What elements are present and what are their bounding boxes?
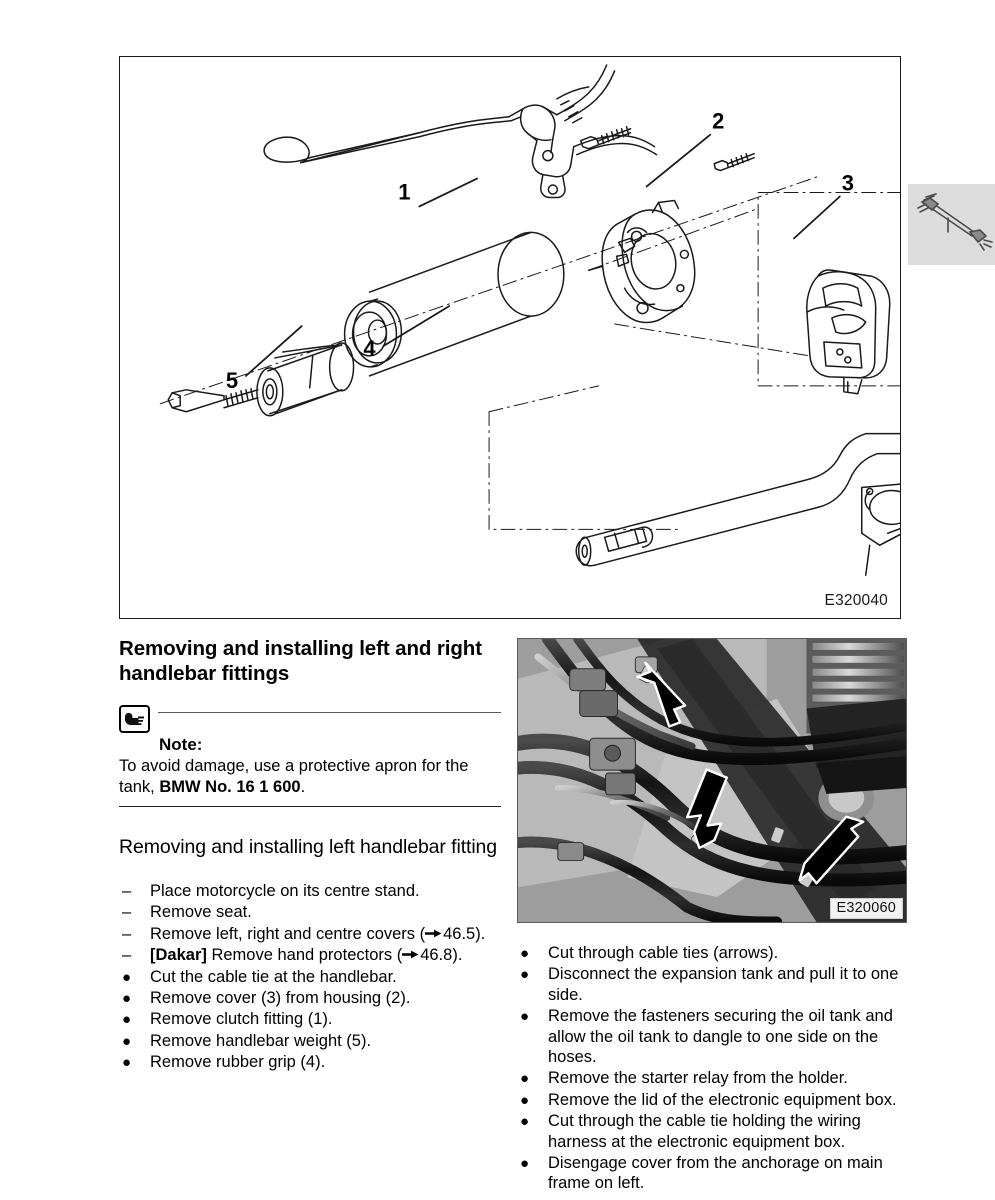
note-text: To avoid damage, use a protective apron … xyxy=(119,756,501,797)
list-item-text: Remove clutch fitting (1). xyxy=(150,1010,333,1029)
pointing-hand-glyph xyxy=(124,712,144,725)
exploded-diagram-figure: 1 2 3 4 5 E320040 xyxy=(119,56,901,619)
list-item: ● Remove the fasteners securing the oil t… xyxy=(517,1006,907,1067)
list-item: ● Cut the cable tie at the handlebar. xyxy=(119,967,501,987)
list-item-text: Place motorcycle on its centre stand. xyxy=(150,882,420,900)
list-item-text: Remove cover (3) from housing (2). xyxy=(150,989,411,1008)
list-item: ● Remove rubber grip (4). xyxy=(119,1052,501,1072)
list-item: ● Remove the starter relay from the holde… xyxy=(517,1068,907,1088)
note-block: Note: To avoid damage, use a protective … xyxy=(119,705,501,807)
exploded-diagram-drawing: 1 2 3 4 5 xyxy=(159,64,900,576)
note-divider-bottom xyxy=(119,806,501,807)
right-text-column: ● Cut through cable ties (arrows). ● Discon… xyxy=(517,636,907,1195)
left-procedure-list: –Place motorcycle on its centre stand.–R… xyxy=(119,881,501,1073)
callout-3: 3 xyxy=(842,171,854,196)
bullet-marker: ● xyxy=(520,1070,530,1088)
list-item: –Remove seat. xyxy=(119,902,501,922)
bullet-marker: ● xyxy=(122,1054,132,1072)
callout-4: 4 xyxy=(363,336,376,361)
list-item: –Remove left, right and centre covers (4… xyxy=(119,924,501,944)
subsection-title: Removing and installing left handlebar f… xyxy=(119,836,498,858)
photo-figure-id: E320060 xyxy=(829,898,903,919)
callout-5: 5 xyxy=(226,368,238,393)
page-title: Removing and installing left and right h… xyxy=(119,637,482,685)
list-item-text: Disengage cover from the anchorage on ma… xyxy=(548,1154,883,1193)
list-item: ● Disconnect the expansion tank and pull … xyxy=(517,964,907,1005)
note-label: Note: xyxy=(159,735,203,754)
list-item: –Place motorcycle on its centre stand. xyxy=(119,881,501,901)
cross-reference-arrow-icon xyxy=(425,929,442,938)
cross-reference-number: 46.8 xyxy=(420,946,453,965)
list-item-text: Disconnect the expansion tank and pull i… xyxy=(548,965,899,1004)
list-item: ● Remove clutch fitting (1). xyxy=(119,1009,501,1029)
dash-marker: – xyxy=(122,946,132,965)
list-item: ● Remove handlebar weight (5). xyxy=(119,1031,501,1051)
note-divider-top xyxy=(158,711,501,713)
dash-marker: – xyxy=(122,924,132,943)
cable-ties-photo: E320060 xyxy=(517,638,907,923)
list-item-text: Remove the fasteners securing the oil ta… xyxy=(548,1007,893,1067)
bullet-marker: ● xyxy=(122,1032,132,1050)
dash-marker: – xyxy=(122,903,132,922)
list-item-text: Cut through cable ties (arrows). xyxy=(548,944,779,962)
bullet-marker: ● xyxy=(122,990,132,1008)
list-item: ● Remove the lid of the electronic equipm… xyxy=(517,1090,907,1110)
list-item: ● Disengage cover from the anchorage on m… xyxy=(517,1153,907,1194)
list-item: –[Dakar] Remove hand protectors (46.8). xyxy=(119,945,501,965)
list-item-text: Remove the lid of the electronic equipme… xyxy=(548,1090,897,1109)
list-item-text: Cut through the cable tie holding the wi… xyxy=(548,1112,861,1151)
handlebar-assembly-thumbnail-image xyxy=(917,193,993,251)
left-text-column: Removing and installing left and right h… xyxy=(119,636,501,1074)
cross-reference-number: 46.5 xyxy=(443,924,476,943)
bullet-marker: ● xyxy=(520,1008,530,1026)
right-procedure-list: ● Cut through cable ties (arrows). ● Discon… xyxy=(517,943,907,1194)
diagram-figure-id: E320040 xyxy=(824,592,888,609)
list-item-text: Remove the starter relay from the holder… xyxy=(548,1069,848,1088)
list-item-text: Remove left, right and centre covers (46… xyxy=(150,924,486,943)
list-item-text: [Dakar] Remove hand protectors (46.8). xyxy=(150,946,463,965)
handlebar-assembly-thumbnail xyxy=(908,184,995,265)
bullet-marker: ● xyxy=(520,1091,530,1109)
list-item-text: Remove seat. xyxy=(150,903,252,922)
callout-2: 2 xyxy=(712,109,724,134)
cable-ties-photo-image xyxy=(518,639,906,922)
note-text-before: To avoid damage, use a protective apron … xyxy=(119,757,469,796)
bullet-marker: ● xyxy=(520,1155,530,1173)
bullet-marker: ● xyxy=(520,1113,530,1131)
list-item: ● Remove cover (3) from housing (2). xyxy=(119,988,501,1008)
list-item: ● Cut through cable ties (arrows). xyxy=(517,943,907,963)
bullet-marker: ● xyxy=(122,1011,132,1029)
list-item-text: Cut the cable tie at the handlebar. xyxy=(150,967,397,986)
list-item-text: Remove rubber grip (4). xyxy=(150,1053,326,1072)
bullet-marker: ● xyxy=(520,945,530,962)
dash-marker: – xyxy=(122,882,132,900)
list-item: ● Cut through the cable tie holding the w… xyxy=(517,1111,907,1152)
bullet-marker: ● xyxy=(520,966,530,984)
pointing-hand-icon xyxy=(119,705,150,733)
cross-reference-arrow-icon xyxy=(402,950,419,959)
bullet-marker: ● xyxy=(122,968,132,986)
callout-1: 1 xyxy=(398,179,410,204)
note-text-after: . xyxy=(300,777,306,796)
note-bmw-number: BMW No. 16 1 600 xyxy=(159,777,301,796)
list-item-text: Remove handlebar weight (5). xyxy=(150,1031,372,1050)
variant-tag: [Dakar] xyxy=(150,946,207,965)
